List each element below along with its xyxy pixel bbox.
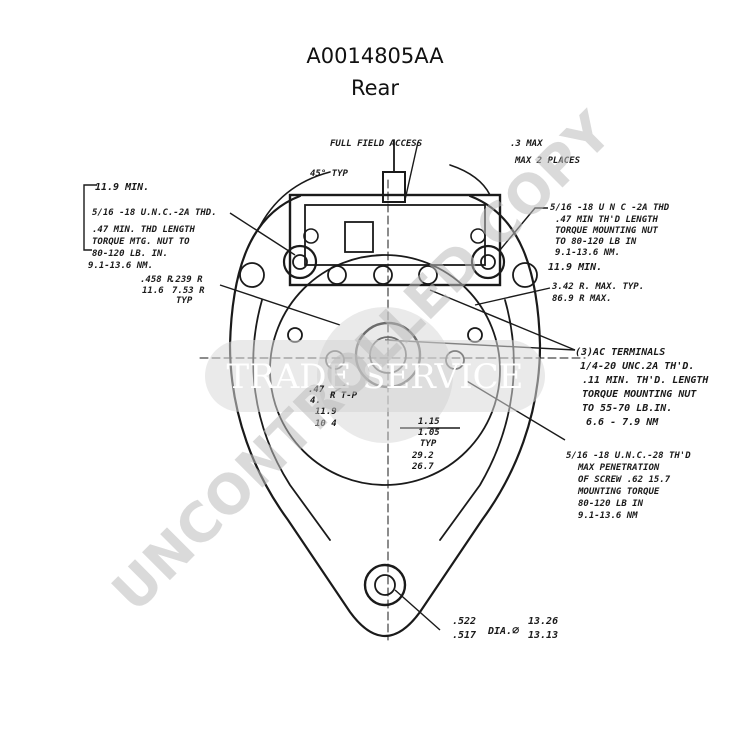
dim-105: 1.05 [418,428,440,438]
callout-max: .3 MAX [510,139,543,149]
dim-typ: TYP [420,439,437,449]
callout-thd-left-1: 5/16 -18 U.N.C.-2A THD. [92,208,217,218]
svg-text:⌀: ⌀ [512,623,519,637]
callout-45deg: 45° TYP [310,169,349,179]
callout-min-right: 11.9 MIN. [548,262,602,273]
callout-thd-left-5: 9.1-13.6 NM. [88,261,153,271]
callout-scr-1: 5/16 -18 U.N.C.-28 TH'D [566,451,691,461]
callout-radius-3: .239 R [170,275,203,285]
bottom-mount-hole [363,563,407,607]
dim-47: .47 [308,385,325,395]
callout-thd-left-2: .47 MIN. THD LENGTH [92,225,196,235]
callout-thd-right-5: 9.1-13.6 NM. [555,248,620,258]
left-stud [282,244,318,280]
callout-rmax-2: 86.9 R MAX. [552,294,612,304]
callout-thd-left-3: TORQUE MTG. NUT TO [92,237,190,247]
view-subtitle: Rear [350,76,400,100]
ac-terminal-1 [327,265,347,285]
dim-rtp: R T-P [330,391,358,401]
callout-radius-typ: TYP [176,296,193,306]
callout-thd-left-4: 80-120 LB. IN. [92,249,168,259]
callout-ac-6: 6.6 - 7.9 NM [586,417,659,428]
trade-service-text: TRADE SERVICE [226,357,523,397]
callout-scr-6: 9.1-13.6 NM [578,511,638,521]
callout-scr-5: 80-120 LB IN [578,499,644,509]
callout-scr-3: OF SCREW .62 15.7 [578,475,671,485]
ac-terminal-2 [373,265,393,285]
dia-522: .522 [452,616,476,627]
callout-full-field: FULL FIELD ACCESS [330,139,423,149]
callout-thd-right-4: TO 80-120 LB IN [555,237,637,247]
callout-radius-1: .458 R [140,275,173,285]
trade-service-badge: TRADE SERVICE [205,307,545,443]
callout-scr-4: MOUNTING TORQUE [577,487,660,497]
dim-292: 29.2 [411,451,434,461]
right-stud [470,244,506,280]
dia-1326: 13.26 [528,616,558,627]
ac-terminal-3 [418,265,438,285]
dim-267: 26.7 [411,462,434,472]
regulator-plate [288,193,502,287]
dia-label: DIA. [487,626,512,637]
part-number-title: A0014805AA [306,44,444,68]
callout-ac-3: .11 MIN. TH'D. LENGTH [582,375,709,386]
callout-thd-right-3: TORQUE MOUNTING NUT [555,226,659,236]
callout-ac-4: TORQUE MOUNTING NUT [582,389,697,400]
callout-max-places: MAX 2 PLACES [514,156,581,166]
callout-rmax-1: 3.42 R. MAX. TYP. [551,282,644,292]
callout-ac-2: 1/4-20 UNC.2A TH'D. [580,361,694,372]
callout-min-left: 11.9 MIN. [95,182,149,193]
dia-517: .517 [452,630,476,641]
dia-1313: 13.13 [528,630,558,641]
dim-104: 10 4 [315,419,337,429]
callout-thd-right-2: .47 MIN TH'D LENGTH [555,215,659,225]
dim-115: 1.15 [418,417,440,427]
callout-ac-1: (3)AC TERMINALS [575,347,665,358]
field-connector [382,171,406,203]
callout-ac-5: TO 55-70 LB.IN. [582,403,672,414]
callout-scr-2: MAX PENETRATION [577,463,660,473]
uncontrolled-copy-watermark: UNCONTROLLED COPY [100,99,624,623]
callout-radius-4: 7.53 R [172,286,205,296]
callout-thd-right-1: 5/16 -18 U N C -2A THD [550,203,670,213]
dim-119: 11.9 [315,407,337,417]
dim-47b: 4. [310,396,321,406]
callout-radius-2: 11.6 [142,286,164,296]
housing-outline [228,194,542,637]
